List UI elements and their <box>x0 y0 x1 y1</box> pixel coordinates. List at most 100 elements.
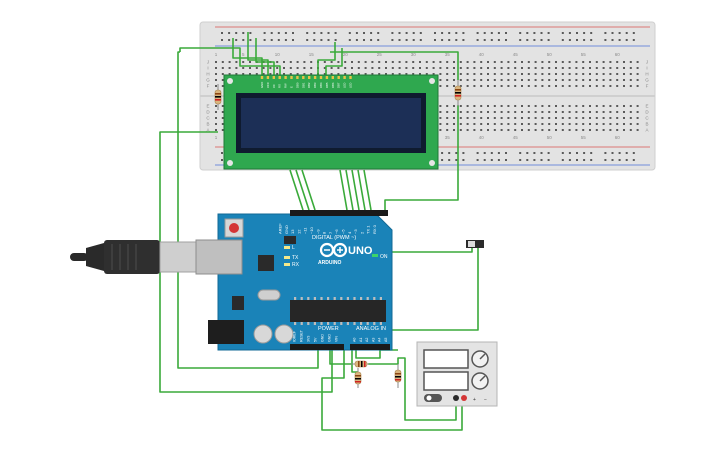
wire-right-rail[interactable] <box>384 105 459 210</box>
breadboard-hole[interactable] <box>548 67 551 69</box>
breadboard-hole[interactable] <box>507 67 510 69</box>
breadboard-hole[interactable] <box>582 105 585 107</box>
breadboard-hole[interactable] <box>473 79 476 81</box>
breadboard-hole[interactable] <box>609 73 612 75</box>
breadboard-hole[interactable] <box>561 123 564 125</box>
breadboard-hole[interactable] <box>534 129 537 131</box>
breadboard-hole[interactable] <box>541 85 544 87</box>
breadboard-hole[interactable] <box>527 67 530 69</box>
resistor-divider-3[interactable] <box>394 364 402 388</box>
breadboard-hole[interactable] <box>527 129 530 131</box>
breadboard-hole[interactable] <box>419 61 421 63</box>
breadboard-hole[interactable] <box>623 123 625 125</box>
lcd-pin[interactable] <box>272 76 275 79</box>
breadboard-hole[interactable] <box>242 67 245 69</box>
breadboard-hole[interactable] <box>466 129 469 131</box>
breadboard-hole[interactable] <box>623 105 625 107</box>
breadboard-rail-hole[interactable] <box>419 39 422 41</box>
wire-lcd-db5[interactable] <box>339 169 348 211</box>
breadboard-hole[interactable] <box>568 85 571 87</box>
breadboard-hole[interactable] <box>439 117 442 119</box>
breadboard-hole[interactable] <box>249 73 251 75</box>
breadboard-rail-hole[interactable] <box>519 39 522 41</box>
lcd-pin[interactable] <box>302 76 305 79</box>
breadboard-hole[interactable] <box>296 73 299 75</box>
breadboard-hole[interactable] <box>582 67 585 69</box>
breadboard-hole[interactable] <box>453 85 455 87</box>
breadboard-hole[interactable] <box>364 73 367 75</box>
breadboard-rail-hole[interactable] <box>434 32 436 34</box>
wire-lcd-db9[interactable] <box>363 169 372 211</box>
breadboard-hole[interactable] <box>412 73 415 75</box>
breadboard-hole[interactable] <box>453 105 455 107</box>
slide-switch[interactable] <box>466 240 484 248</box>
breadboard-rail-hole[interactable] <box>419 32 422 34</box>
breadboard-hole[interactable] <box>616 67 619 69</box>
wire-lcd-db8[interactable] <box>357 169 366 211</box>
breadboard-rail-hole[interactable] <box>221 32 223 34</box>
breadboard-hole[interactable] <box>629 85 632 87</box>
breadboard-hole[interactable] <box>330 61 333 63</box>
breadboard-rail-hole[interactable] <box>526 32 529 34</box>
breadboard-hole[interactable] <box>507 61 510 63</box>
breadboard-hole[interactable] <box>555 111 557 113</box>
breadboard-hole[interactable] <box>575 85 578 87</box>
breadboard-rail-hole[interactable] <box>568 39 571 41</box>
breadboard-hole[interactable] <box>235 73 238 75</box>
breadboard-hole[interactable] <box>514 123 517 125</box>
breadboard-hole[interactable] <box>616 61 619 63</box>
breadboard-rail-hole[interactable] <box>533 39 536 41</box>
breadboard-rail-hole[interactable] <box>292 39 294 41</box>
breadboard-hole[interactable] <box>351 61 353 63</box>
breadboard-hole[interactable] <box>527 123 530 125</box>
breadboard-rail-hole[interactable] <box>455 159 458 161</box>
breadboard-hole[interactable] <box>595 73 598 75</box>
breadboard-hole[interactable] <box>595 79 598 81</box>
wire-switch-to-a0[interactable] <box>388 246 479 331</box>
breadboard-hole[interactable] <box>249 67 251 69</box>
analog-pin-header[interactable] <box>350 344 390 350</box>
breadboard-hole[interactable] <box>561 67 564 69</box>
breadboard-hole[interactable] <box>602 105 605 107</box>
breadboard-hole[interactable] <box>582 85 585 87</box>
breadboard-hole[interactable] <box>425 67 428 69</box>
breadboard-hole[interactable] <box>487 73 489 75</box>
breadboard-hole[interactable] <box>575 117 578 119</box>
breadboard-rail-hole[interactable] <box>320 32 323 34</box>
breadboard-rail-hole[interactable] <box>242 32 245 34</box>
breadboard-hole[interactable] <box>582 61 585 63</box>
lcd-pin[interactable] <box>278 76 281 79</box>
breadboard-hole[interactable] <box>487 61 489 63</box>
wire-lcd-led-cathode[interactable] <box>325 48 343 75</box>
breadboard-hole[interactable] <box>221 105 224 107</box>
breadboard-hole[interactable] <box>507 85 510 87</box>
breadboard-hole[interactable] <box>568 111 571 113</box>
breadboard-rail-hole[interactable] <box>497 39 500 41</box>
breadboard-rail-hole[interactable] <box>462 159 465 161</box>
breadboard-hole[interactable] <box>453 117 455 119</box>
breadboard-hole[interactable] <box>602 85 605 87</box>
breadboard-hole[interactable] <box>589 129 591 131</box>
breadboard-hole[interactable] <box>459 61 462 63</box>
breadboard-hole[interactable] <box>602 117 605 119</box>
breadboard-hole[interactable] <box>623 85 625 87</box>
breadboard-rail-hole[interactable] <box>625 159 628 161</box>
breadboard-rail-hole[interactable] <box>277 39 280 41</box>
breadboard-hole[interactable] <box>589 105 591 107</box>
breadboard-hole[interactable] <box>589 117 591 119</box>
breadboard-hole[interactable] <box>500 123 503 125</box>
breadboard-hole[interactable] <box>616 123 619 125</box>
breadboard-hole[interactable] <box>459 67 462 69</box>
breadboard-hole[interactable] <box>616 85 619 87</box>
breadboard-hole[interactable] <box>527 117 530 119</box>
breadboard-hole[interactable] <box>493 123 496 125</box>
breadboard-rail-hole[interactable] <box>561 152 564 154</box>
breadboard-rail-hole[interactable] <box>533 32 536 34</box>
breadboard-hole[interactable] <box>419 73 421 75</box>
breadboard-rail-hole[interactable] <box>476 159 479 161</box>
breadboard-hole[interactable] <box>296 61 299 63</box>
breadboard-rail-hole[interactable] <box>618 152 621 154</box>
breadboard-hole[interactable] <box>446 61 449 63</box>
breadboard-hole[interactable] <box>487 117 489 119</box>
breadboard-rail-hole[interactable] <box>497 152 500 154</box>
